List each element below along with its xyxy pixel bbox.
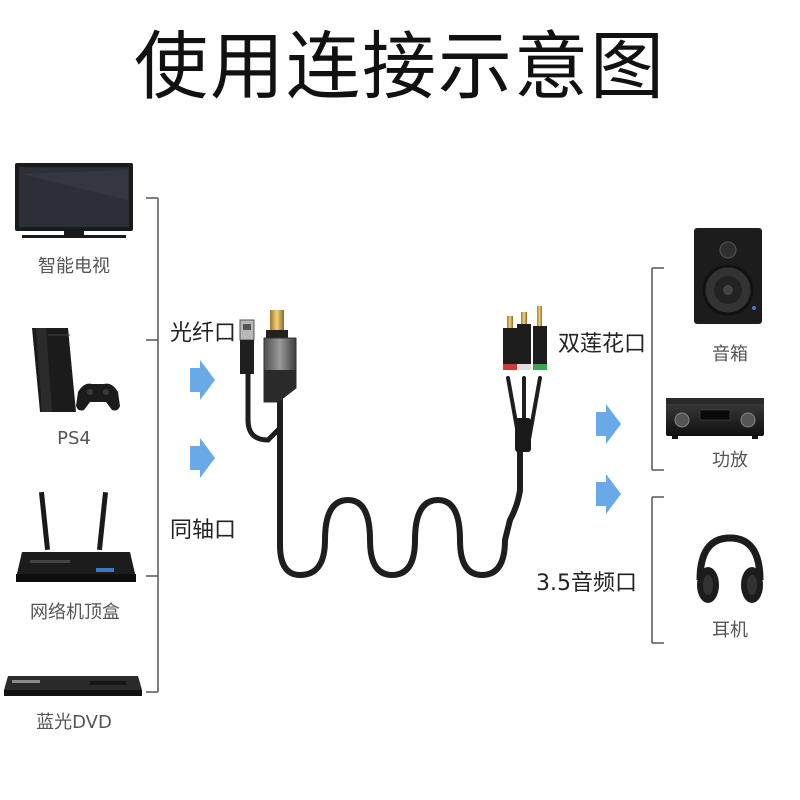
ps4-icon [32,328,120,412]
source-bracket [146,197,159,693]
arrow-right-icon [190,438,215,478]
input-connector-icon [239,310,297,403]
output-label-amplifier: 功放 [712,450,748,471]
speaker-icon [694,228,762,324]
output-bracket-headphones [651,496,664,644]
set-top-box-icon [16,491,136,582]
smart-tv-icon [15,163,133,238]
output-bracket-speakers [651,267,664,471]
output-label-headphones: 耳机 [712,620,748,641]
page-title: 使用连接示意图 [134,24,666,110]
source-label-dvd: 蓝光DVD [36,712,112,733]
headphones-icon [696,534,764,603]
port-label-coaxial: 同轴口 [170,518,237,543]
port-label-optical: 光纤口 [170,321,237,346]
arrow-right-icon [190,360,215,400]
port-label-aux: 3.5音频口 [536,571,637,596]
audio-cable [245,367,542,579]
output-label-speaker: 音箱 [712,344,748,365]
source-label-ps4: PS4 [57,428,91,449]
port-label-rca: 双莲花口 [558,332,647,357]
arrow-right-icon [596,404,621,444]
source-label-tv: 智能电视 [38,256,110,277]
amplifier-icon [666,398,764,439]
rca-connectors-icon [503,306,547,452]
arrow-right-icon [596,474,621,514]
bluray-dvd-player-icon [4,676,142,696]
source-label-settop: 网络机顶盒 [30,602,120,623]
